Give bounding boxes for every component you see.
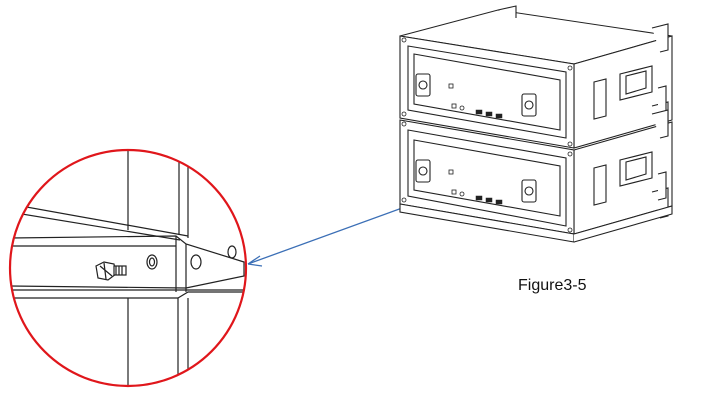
- battery-stack: [399, 5, 673, 243]
- battery-module-upper: [399, 5, 673, 149]
- leader-arrowhead: [247, 255, 263, 267]
- screw-detail: [95, 261, 127, 281]
- figure-caption: Figure3-5: [518, 277, 587, 294]
- callout-circle: [8, 148, 248, 388]
- battery-module-lower: [399, 109, 673, 243]
- detail-zoom-view: [10, 150, 245, 386]
